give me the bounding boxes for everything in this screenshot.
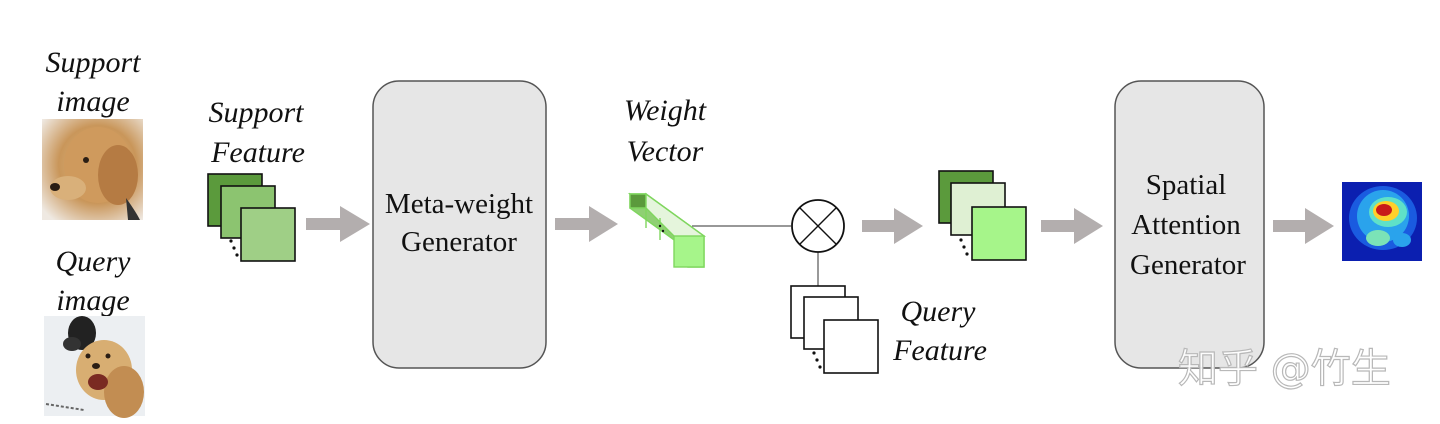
weight-vector-label-line2: Vector: [627, 135, 704, 168]
support-image-label-line1: Support: [45, 46, 141, 79]
spatial-attention-generator-line1: Spatial: [1146, 169, 1227, 201]
support-image-label-line2: image: [56, 85, 129, 118]
arrow-1: [306, 206, 370, 242]
meta-weight-generator-line2: Generator: [401, 226, 517, 258]
query-feature-label-line2: Feature: [892, 334, 987, 367]
query-map-3: [823, 319, 879, 374]
meta-weight-generator-line1: Meta-weight: [385, 188, 533, 220]
watermark: 知乎 @竹生: [1178, 346, 1391, 392]
query-image: [44, 316, 145, 418]
spatial-attention-generator-line2: Attention: [1131, 209, 1241, 241]
query-feature-label-line1: Query: [901, 295, 977, 328]
weight-vector-label-line1: Weight: [624, 94, 707, 127]
spatial-attention-generator-line3: Generator: [1130, 249, 1246, 281]
feature-map-3: [240, 207, 296, 262]
meta-weight-generator-block: Meta-weight Generator: [372, 80, 547, 369]
support-feature-label-line2: Feature: [210, 136, 305, 169]
query-feature-stack: [790, 285, 879, 374]
spatial-attention-generator-block: Spatial Attention Generator: [1114, 80, 1265, 369]
attention-heatmap: [1342, 182, 1422, 261]
arrow-5: [1273, 208, 1334, 244]
support-feature-stack: [207, 173, 296, 262]
support-feature-label-line1: Support: [208, 96, 304, 129]
output-feature-stack: [938, 170, 1027, 261]
output-map-3: [971, 206, 1027, 261]
query-image-label-line1: Query: [56, 245, 132, 278]
arrow-2: [555, 206, 618, 242]
arrow-3: [862, 208, 923, 244]
query-image-label-line2: image: [56, 284, 129, 317]
multiply-operator-icon: [791, 199, 845, 253]
support-image: [42, 119, 143, 220]
weight-vector: [627, 192, 707, 268]
arrow-4: [1041, 208, 1103, 244]
